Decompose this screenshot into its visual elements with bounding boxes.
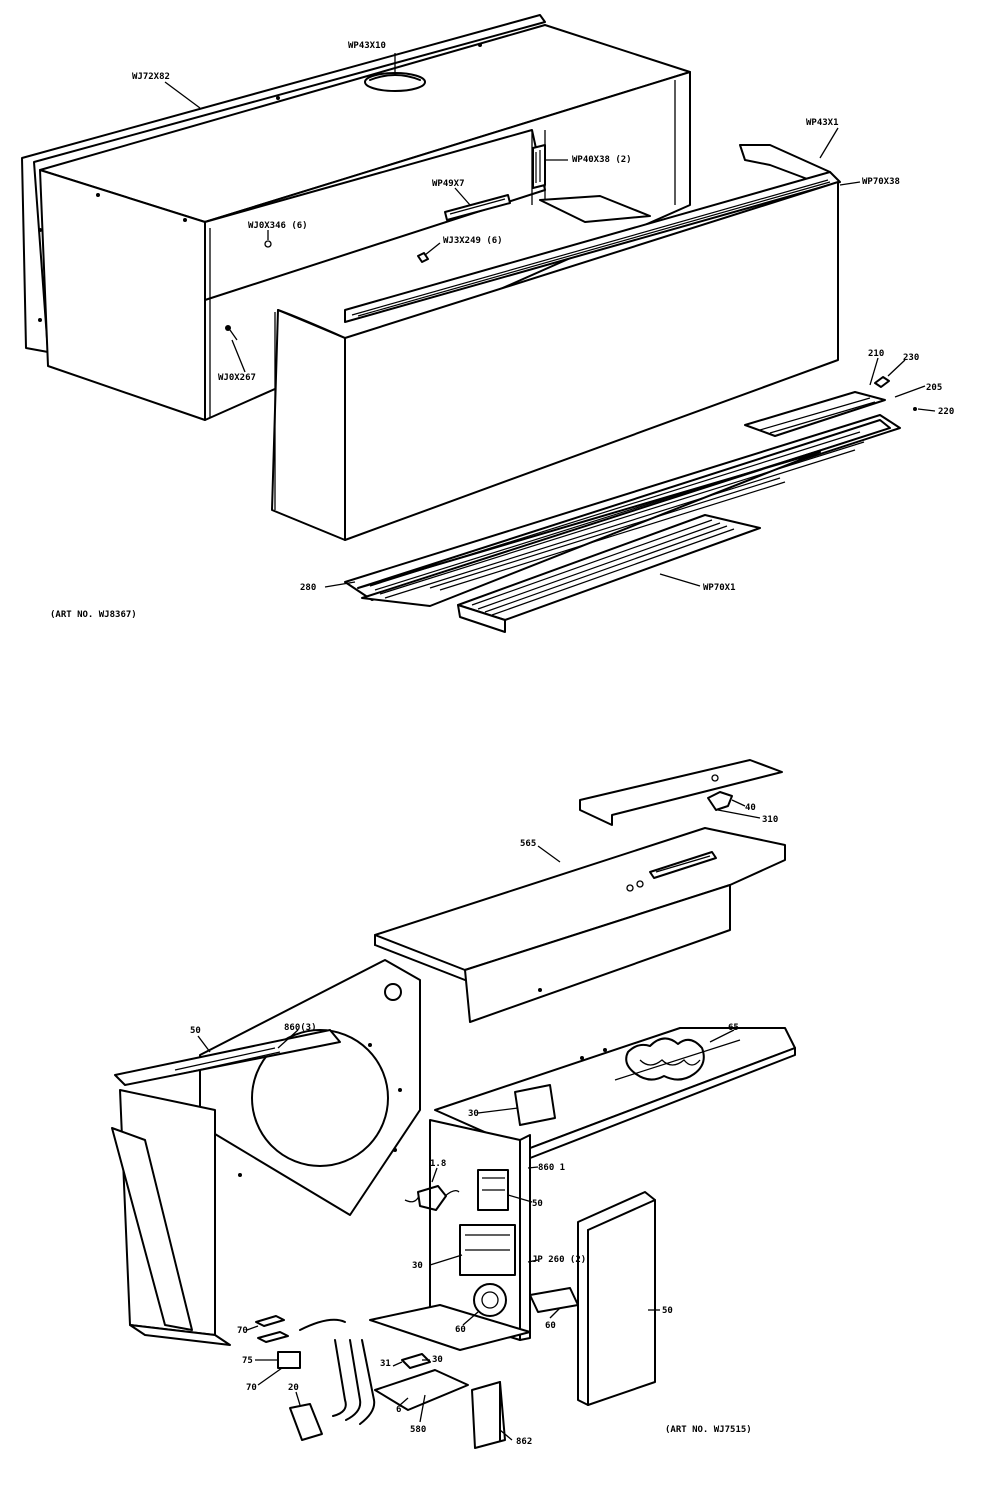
knob-part bbox=[707, 791, 733, 811]
label-wj0x267: WJ0X267 bbox=[218, 373, 256, 383]
chassis-base bbox=[434, 1027, 796, 1161]
fan-shroud bbox=[199, 959, 421, 1216]
label-75: 75 bbox=[242, 1356, 253, 1366]
label-20: 20 bbox=[288, 1383, 299, 1393]
screw-part bbox=[913, 407, 917, 411]
label-310: 310 bbox=[762, 815, 778, 825]
label-wj0x346: WJ0X346 (6) bbox=[248, 221, 308, 231]
top-leader-lines bbox=[164, 53, 936, 588]
label-wp43x1: WP43X1 bbox=[806, 118, 839, 128]
control-box bbox=[404, 1119, 579, 1341]
label-wp43x10: WP43X10 bbox=[348, 41, 386, 51]
label-6: 6 bbox=[396, 1405, 401, 1415]
caption-top: (ART NO. WJ8367) bbox=[50, 610, 137, 620]
label-30-low: 30 bbox=[432, 1355, 443, 1365]
label-60-right: 60 bbox=[545, 1321, 556, 1331]
label-220: 220 bbox=[938, 407, 954, 417]
caption-bottom: (ART NO. WJ7515) bbox=[665, 1425, 752, 1435]
label-wp40x38: WP40X38 (2) bbox=[572, 155, 632, 165]
label-565: 565 bbox=[520, 839, 536, 849]
label-65: 65 bbox=[728, 1023, 739, 1033]
label-205: 205 bbox=[926, 383, 942, 393]
discharge-grille bbox=[344, 391, 901, 607]
label-30-top: 30 bbox=[468, 1109, 479, 1119]
label-580: 580 bbox=[410, 1425, 426, 1435]
label-50-right: 50 bbox=[532, 1199, 543, 1209]
label-30-mid: 30 bbox=[412, 1261, 423, 1271]
label-50-left: 50 bbox=[190, 1026, 201, 1036]
label-jp260: JP 260 (2) bbox=[532, 1255, 586, 1265]
label-wp49x7: WP49X7 bbox=[432, 179, 465, 189]
label-40: 40 bbox=[745, 803, 756, 813]
label-210: 210 bbox=[868, 349, 884, 359]
label-wj72x82: WJ72X82 bbox=[132, 72, 170, 82]
left-side-panel bbox=[111, 1029, 341, 1346]
label-50-panel: 50 bbox=[662, 1306, 673, 1316]
label-862: 862 bbox=[516, 1437, 532, 1447]
control-plate bbox=[579, 759, 783, 826]
control-panel-cover bbox=[374, 827, 786, 1023]
label-70-b: 70 bbox=[246, 1383, 257, 1393]
label-860-3: 860(3) bbox=[284, 1023, 317, 1033]
label-860-1: 860 1 bbox=[538, 1163, 565, 1173]
intake-grille bbox=[457, 514, 761, 633]
label-70-a: 70 bbox=[237, 1326, 248, 1336]
access-panel bbox=[577, 1191, 656, 1406]
label-280: 280 bbox=[300, 583, 316, 593]
rear-flange bbox=[21, 14, 546, 353]
label-1-8: 1.8 bbox=[430, 1159, 446, 1169]
bottom-assembly: 40 310 565 65 50 860(3) 30 860 1 50 1.8 … bbox=[111, 759, 796, 1449]
top-assembly: WP43X10 WJ72X82 WP43X1 WP70X38 WP40X38 (… bbox=[21, 14, 954, 633]
base-plate bbox=[369, 1304, 531, 1351]
clip-part bbox=[874, 376, 890, 388]
label-60-left: 60 bbox=[455, 1325, 466, 1335]
label-wp70x1: WP70X1 bbox=[703, 583, 736, 593]
bottom-leader-lines bbox=[197, 799, 761, 1441]
front-cover bbox=[271, 144, 841, 541]
label-wj3x249: WJ3X249 (6) bbox=[443, 236, 503, 246]
label-wp70x38: WP70X38 bbox=[862, 177, 900, 187]
label-31: 31 bbox=[380, 1359, 391, 1369]
label-230: 230 bbox=[903, 353, 919, 363]
